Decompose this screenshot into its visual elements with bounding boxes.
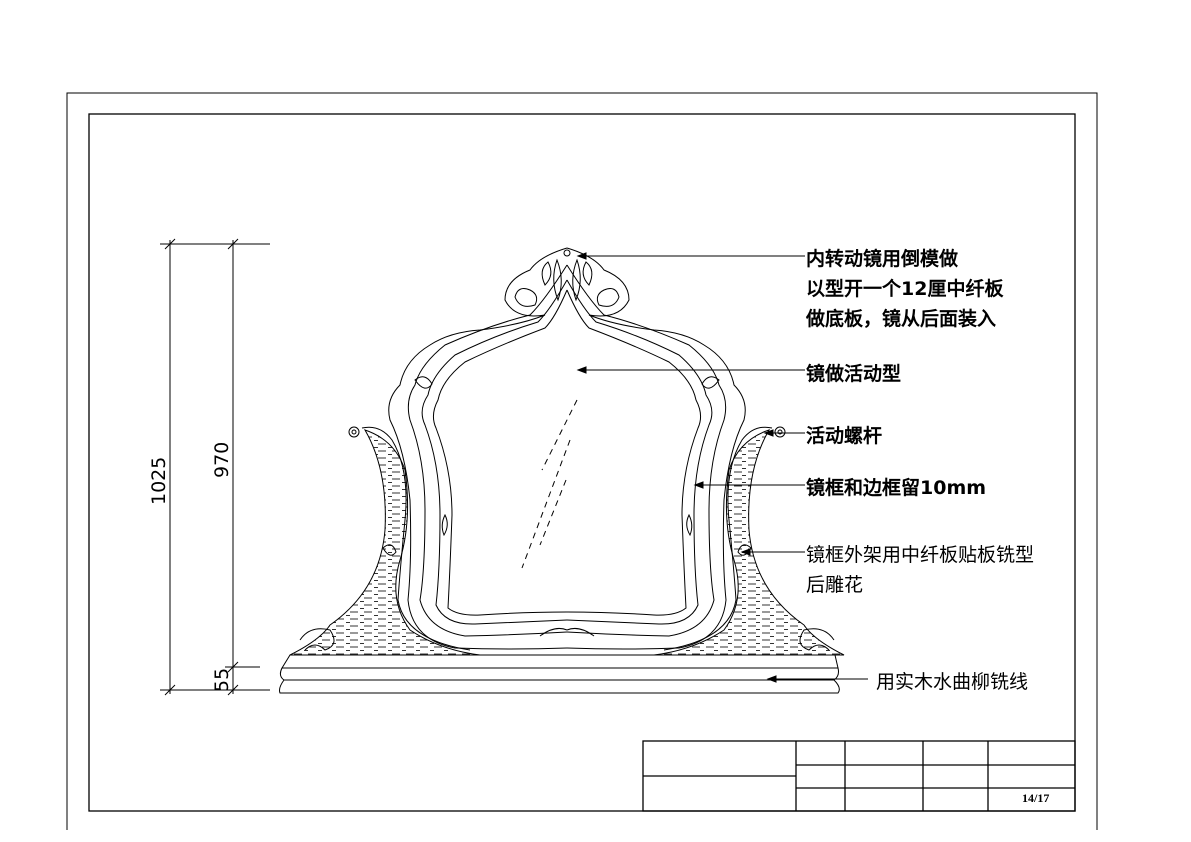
note-gap: 镜框和边框留10mm xyxy=(806,477,987,499)
dimension-total: 1025 xyxy=(148,456,170,505)
dimension-base: 55 xyxy=(211,667,233,692)
base-molding xyxy=(279,654,840,694)
note-screw: 活动螺杆 xyxy=(806,425,883,447)
note-outer-line1: 镜框外架用中纤板贴板铣型 xyxy=(806,544,1035,566)
leader-lines xyxy=(576,252,868,683)
mirror-frame-drawing xyxy=(279,247,845,694)
note-crest-line1: 内转动镜用倒模做 xyxy=(806,248,959,270)
note-crest: 内转动镜用倒模做 以型开一个12厘中纤板 做底板，镜从后面装入 xyxy=(806,244,1003,334)
note-crest-line2: 以型开一个12厘中纤板 xyxy=(806,278,1004,300)
note-outer-frame: 镜框外架用中纤板贴板铣型 后雕花 xyxy=(806,540,1034,600)
note-crest-line3: 做底板，镜从后面装入 xyxy=(806,308,997,330)
note-base: 用实木水曲柳铣线 xyxy=(876,671,1029,693)
note-mirror: 镜做活动型 xyxy=(806,363,902,385)
page-number: 14/17 xyxy=(1022,791,1050,805)
dimension-lines xyxy=(160,238,270,696)
title-block xyxy=(642,740,1076,812)
note-outer-line2: 后雕花 xyxy=(806,574,864,596)
outer-border xyxy=(66,92,1098,830)
inner-border xyxy=(88,113,1076,812)
dimension-frame: 970 xyxy=(211,441,233,478)
